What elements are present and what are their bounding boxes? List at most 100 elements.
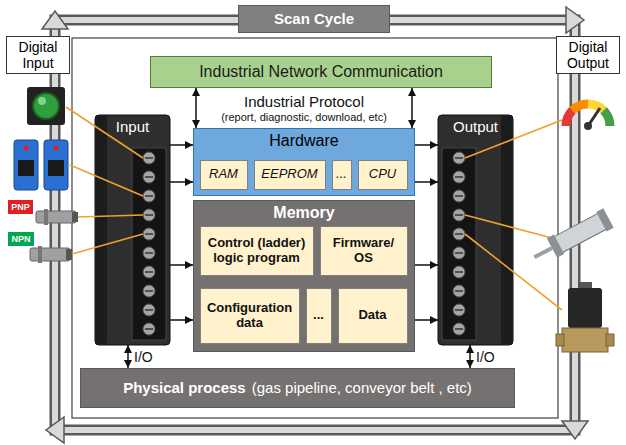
output-module [455,214,463,216]
node-text: (gas pipeline, conveyor belt , etc) [252,379,472,396]
node-title: Configuration data [204,301,296,331]
pnp-proximity-sensor-icon [36,211,76,223]
output-module [453,152,465,335]
digital-output-box: Digital Output [556,36,620,74]
scan-cycle-loop [55,20,575,430]
push-button-icon [38,97,46,105]
output-module [453,285,465,297]
input-module [143,152,155,335]
input-module [95,115,170,345]
leader-lines [77,215,143,217]
input-module [143,323,155,335]
node-title: Input [95,118,170,135]
solenoid-valve-icon [606,334,614,346]
scan-cycle-box: Scan Cycle [238,5,390,33]
node-title: Digital Input [10,39,66,71]
node-title: NPN [11,234,30,244]
output-module [455,176,463,178]
leader-lines [70,165,143,196]
push-button-icon [27,87,65,125]
flow-arrow [415,264,438,266]
pneumatic-cylinder-icon [596,208,613,231]
solenoid-valve-icon [556,334,564,346]
input-module [145,271,153,273]
input-module [145,233,153,235]
node-title: Digital Output [560,39,616,71]
npn-proximity-sensor-icon [38,246,42,263]
photoelectric-sensor-icon [54,146,59,151]
output-module [453,323,465,335]
input-module [143,171,155,183]
flow-arrow [170,181,193,183]
flow-arrow [469,345,471,368]
input-module [143,190,155,202]
output-module [442,148,476,340]
protocol-label: Industrial Protocol [202,93,406,110]
npn-proximity-sensor-icon [30,248,70,261]
gauge-icon [566,110,572,126]
output-module [455,158,463,329]
photoelectric-sensor-icon [18,160,34,176]
scan-cycle-loop [55,20,575,430]
flow-arrow [170,144,193,146]
scan-cycle-loop [566,7,584,33]
flow-arrow [170,264,193,266]
solenoid-valve-icon [562,328,608,352]
output-module [453,209,465,221]
logic-program-box: Control (ladder) logic program [200,226,314,276]
input-module [145,252,153,254]
pneumatic-cylinder-icon [547,234,564,257]
flow-arrow [411,88,413,128]
pnp-proximity-sensor-icon [44,209,48,225]
node-title: Control (ladder) logic program [204,236,310,266]
photoelectric-sensor-icon [14,140,38,190]
pneumatic-cylinder-icon [534,248,552,257]
eeprom-box: EEPROM [254,160,326,190]
node-title: Industrial Network Communication [199,63,443,81]
node-title: Memory [194,204,414,222]
npn-proximity-sensor-icon [30,246,72,263]
input-module [145,290,153,292]
leader-lines [465,234,562,310]
photoelectric-sensor-icon [48,160,64,176]
flow-arrow [415,144,438,146]
node-title: Physical process [123,379,246,396]
input-module [143,152,155,164]
node-title: ... [336,167,347,182]
input-module [143,209,155,221]
flow-arrow [195,88,197,128]
ellipsis-box: ... [306,288,332,344]
flow-arrow [415,319,438,321]
node-title: CPU [369,167,396,182]
output-module [453,304,465,316]
output-module [453,152,465,164]
output-module [453,247,465,259]
ellipsis-box: ... [332,160,352,190]
node-title: Data [358,308,386,323]
output-module [438,115,513,345]
gauge-icon [604,110,610,126]
leader-lines [72,234,143,254]
photoelectric-sensor-icon [24,146,29,151]
input-module [145,176,153,178]
protocol-note: (report, diagnostic, download, etc) [202,111,406,123]
flow-arrow [127,345,129,368]
gauge-icon [566,104,610,130]
push-button-icon [33,93,59,119]
output-module [455,233,463,235]
input-module [143,228,155,240]
input-module [143,247,155,259]
input-module [145,158,153,329]
node-title: Scan Cycle [274,10,354,27]
node-title: PNP [11,202,30,212]
photoelectric-sensor-icon [44,140,68,190]
solenoid-valve-icon [568,288,602,328]
scan-cycle-loop [46,417,64,443]
input-module [95,115,170,345]
network-bar: Industrial Network Communication [150,56,492,88]
input-module [143,304,155,316]
input-module [132,148,166,340]
io-label: I/O [476,350,495,364]
flow-arrow [415,181,438,183]
configuration-box: Configuration data [200,288,300,344]
